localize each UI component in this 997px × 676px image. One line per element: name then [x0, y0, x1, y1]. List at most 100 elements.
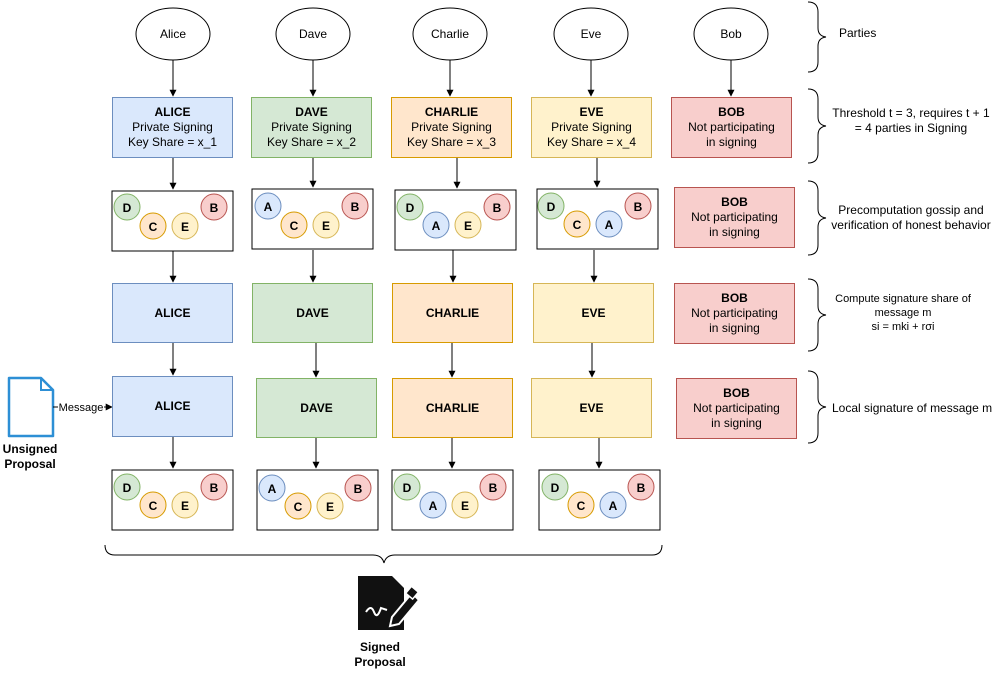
svg-text:A: A [605, 218, 614, 232]
result-panel-alice: D B C E [111, 469, 234, 531]
svg-text:E: E [181, 499, 189, 513]
svg-text:B: B [489, 481, 498, 495]
box-line1: Private Signing [271, 120, 352, 134]
node-c [563, 210, 591, 238]
svg-text:C: C [573, 218, 582, 232]
svg-text:A: A [432, 219, 441, 233]
bob-box-compute: BOB Not participating in signing [674, 283, 795, 344]
svg-text:D: D [123, 201, 132, 215]
svg-text:E: E [181, 220, 189, 234]
box-title: CHARLIE [424, 105, 479, 119]
party-eve: Eve [553, 7, 629, 61]
party-charlie: Charlie [412, 7, 488, 61]
svg-text:C: C [294, 500, 303, 514]
node-d [537, 192, 565, 220]
node-b [200, 193, 228, 221]
gossip-panel-charlie: D B A E [394, 189, 517, 251]
party-alice-label: Alice [160, 27, 186, 41]
svg-text:B: B [354, 482, 363, 496]
result-panel-eve: D B C A [538, 469, 661, 531]
svg-text:E: E [464, 219, 472, 233]
party-alice: Alice [135, 7, 211, 61]
box-line2: Key Share = x_3 [406, 135, 497, 149]
node-b [341, 192, 369, 220]
party-charlie-label: Charlie [431, 27, 469, 41]
local-box-alice: ALICE [112, 376, 233, 437]
node-a [254, 192, 282, 220]
label-parties: Parties [839, 26, 877, 40]
box-line1: Not participating [688, 120, 775, 134]
node-a [595, 210, 623, 238]
party-dave-label: Dave [299, 27, 327, 41]
node-d [396, 193, 424, 221]
box-title: ALICE [154, 105, 191, 119]
signing-box-bob: BOB Not participating in signing [671, 97, 792, 158]
svg-text:A: A [609, 499, 618, 513]
party-dave: Dave [275, 7, 351, 61]
node-b [624, 192, 652, 220]
svg-text:E: E [461, 499, 469, 513]
signing-box-dave: DAVE Private Signing Key Share = x_2 [251, 97, 372, 158]
box-title: BOB [718, 105, 745, 119]
svg-text:D: D [551, 481, 560, 495]
svg-text:B: B [351, 200, 360, 214]
box-line2: Key Share = x_1 [127, 135, 218, 149]
party-eve-label: Eve [581, 27, 602, 41]
node-c [139, 212, 167, 240]
arrows [169, 60, 735, 469]
label-compute-share: Compute signature share of message m si … [835, 293, 971, 333]
svg-text:E: E [322, 219, 330, 233]
compute-box-eve: EVE [533, 283, 654, 343]
svg-text:C: C [290, 219, 299, 233]
signing-box-eve: EVE Private Signing Key Share = x_4 [531, 97, 652, 158]
node-d [113, 193, 141, 221]
unsigned-proposal-label: Unsigned Proposal [2, 442, 58, 471]
local-box-charlie: CHARLIE [392, 378, 513, 438]
box-line1: Private Signing [411, 120, 492, 134]
svg-text:B: B [210, 481, 219, 495]
signed-proposal-label: Signed Proposal [354, 640, 406, 669]
svg-text:C: C [577, 499, 586, 513]
signed-document-icon [358, 576, 421, 630]
bottom-brace [104, 544, 663, 564]
signing-box-alice: ALICE Private Signing Key Share = x_1 [112, 97, 233, 158]
message-label: Message [59, 402, 104, 414]
node-e [312, 211, 340, 239]
svg-text:B: B [637, 481, 646, 495]
node-e [171, 212, 199, 240]
gossip-panel-alice: D B C E [111, 190, 234, 252]
svg-text:B: B [493, 201, 502, 215]
svg-text:C: C [149, 499, 158, 513]
svg-text:D: D [547, 200, 556, 214]
result-panel-dave: A B C E [256, 469, 379, 531]
svg-text:D: D [123, 481, 132, 495]
gossip-panel-eve: D B C A [536, 188, 659, 250]
node-a [422, 211, 450, 239]
compute-box-charlie: CHARLIE [392, 283, 513, 343]
svg-text:B: B [634, 200, 643, 214]
result-panel-charlie: D B A E [391, 469, 514, 531]
bob-box-precompute: BOB Not participating in signing [674, 187, 795, 248]
compute-box-dave: DAVE [252, 283, 373, 343]
right-braces [807, 1, 827, 444]
document-icon [7, 376, 55, 438]
box-line1: Private Signing [132, 120, 213, 134]
party-bob: Bob [693, 7, 769, 61]
compute-box-alice: ALICE [112, 283, 233, 343]
box-line2: Key Share = x_4 [546, 135, 637, 149]
signing-box-charlie: CHARLIE Private Signing Key Share = x_3 [391, 97, 512, 158]
bob-box-local: BOB Not participating in signing [676, 378, 797, 439]
svg-text:E: E [326, 500, 334, 514]
box-line2: in signing [706, 135, 757, 149]
local-box-eve: EVE [531, 378, 652, 438]
svg-text:C: C [149, 220, 158, 234]
box-title: DAVE [295, 105, 328, 119]
label-threshold: Threshold t = 3, requires t + 1 = 4 part… [832, 106, 990, 135]
svg-text:A: A [268, 482, 277, 496]
svg-text:A: A [429, 499, 438, 513]
box-title: EVE [579, 105, 604, 119]
node-e [454, 211, 482, 239]
node-b [483, 193, 511, 221]
